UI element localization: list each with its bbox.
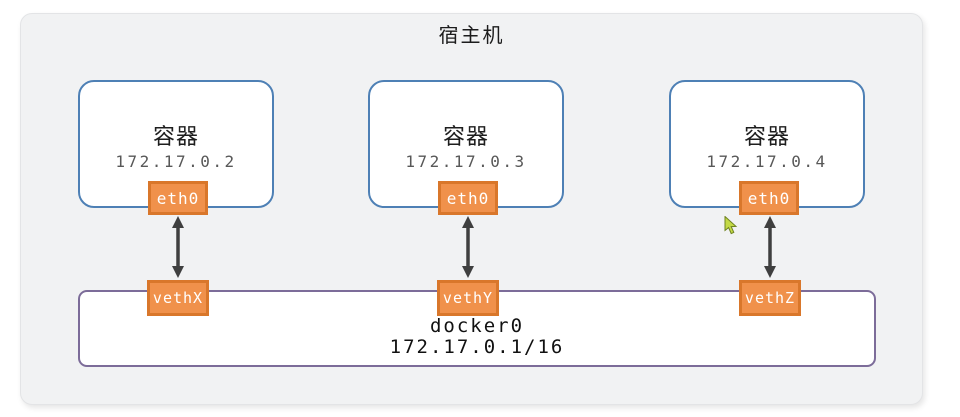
double-headed-arrow-icon — [172, 216, 184, 278]
mouse-pointer-icon — [724, 216, 738, 235]
vethZ-badge: vethZ — [739, 280, 801, 316]
container-ip: 172.17.0.4 — [706, 152, 828, 171]
container-ip: 172.17.0.3 — [405, 152, 527, 171]
vethX-badge: vethX — [147, 280, 209, 316]
eth0-badge-1: eth0 — [148, 181, 208, 215]
vethY-badge: vethY — [437, 280, 499, 316]
double-headed-arrow-icon — [764, 216, 776, 278]
eth0-badge-3: eth0 — [739, 181, 799, 215]
container-label: 容器 — [743, 124, 790, 149]
container-ip: 172.17.0.2 — [115, 152, 237, 171]
eth0-badge-2: eth0 — [438, 181, 498, 215]
container-label: 容器 — [442, 124, 489, 149]
bridge-name: docker0 — [429, 315, 525, 337]
container-label: 容器 — [152, 124, 199, 149]
host-machine-title: 宿主机 — [438, 25, 505, 47]
bridge-cidr: 172.17.0.1/16 — [389, 336, 565, 358]
container-box-2: 容器 172.17.0.3 — [368, 80, 564, 208]
double-headed-arrow-icon — [462, 216, 474, 278]
